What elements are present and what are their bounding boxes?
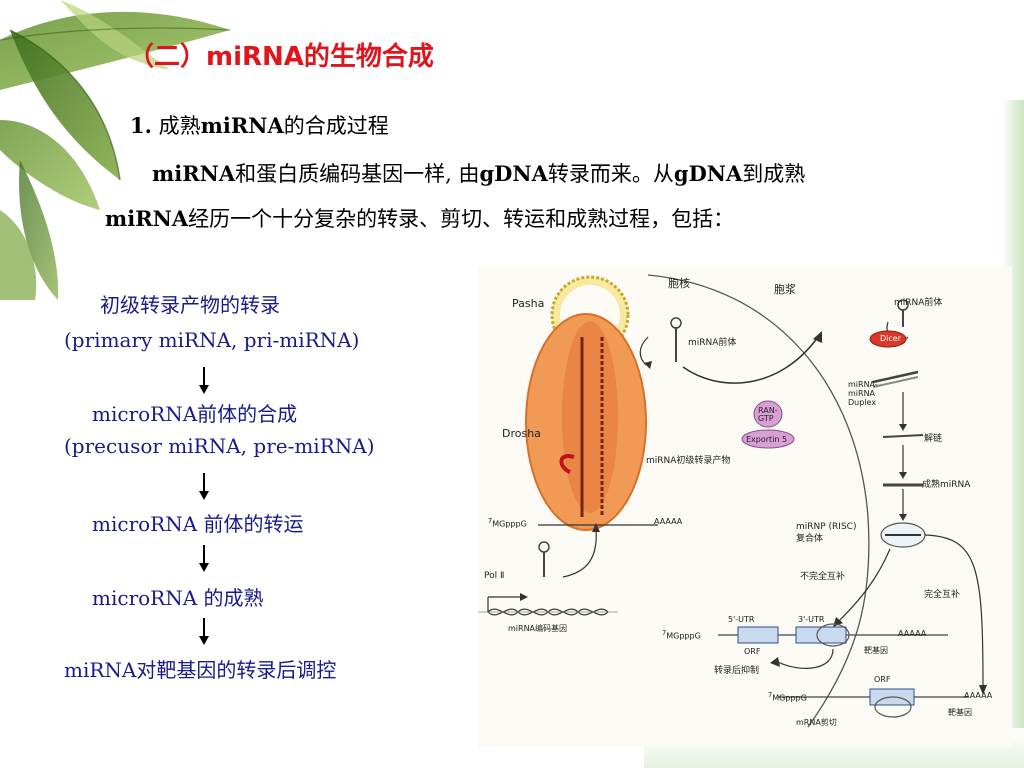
- drosha-label: Drosha: [502, 427, 541, 440]
- flow-step-5: miRNA对靶基因的转录后调控: [64, 658, 337, 682]
- cap-label-1: 7MGpppG: [488, 517, 527, 529]
- intro-seg: 转录而来。从: [547, 162, 674, 186]
- section-bold: miRNA: [200, 113, 284, 138]
- dicer-label: Dicer: [880, 334, 901, 343]
- leaf-decoration: [0, 0, 260, 300]
- orf-label-1: ORF: [744, 647, 761, 656]
- intro-seg: 经历一个十分复杂的转录、剪切、转运和成熟过程，包括：: [188, 207, 735, 231]
- target-label-1: 靶基因: [864, 646, 888, 655]
- utr3-label: 3'-UTR: [798, 615, 825, 624]
- unwind-label: 解链: [924, 434, 943, 444]
- flow-step-1-title: 初级转录产物的转录: [100, 293, 280, 317]
- utr5-label: 5'-UTR: [728, 615, 755, 624]
- intro-seg: miRNA: [105, 206, 189, 231]
- section-post: 的合成过程: [283, 114, 389, 138]
- slide-title: （二）miRNA的生物合成: [128, 42, 434, 72]
- intro-line-1: miRNA和蛋白质编码基因一样, 由gDNA转录而来。从gDNA到成熟: [152, 158, 805, 188]
- cap-sup: 7: [488, 517, 493, 525]
- ran-gtp-label: RAN- GTP: [758, 406, 778, 423]
- intro-seg: gDNA: [673, 161, 743, 186]
- cap-sup: 7: [768, 691, 773, 699]
- pasha-label: Pasha: [512, 297, 545, 310]
- cap-label-3: 7MGpppG: [768, 691, 807, 703]
- cap-sup: 7: [662, 629, 667, 637]
- mirna-biogenesis-diagram: 胞核 胞浆 Pasha Drosha miRNA前体 miRNA前体 Dicer…: [478, 267, 1012, 747]
- section-heading: 1. 成熟miRNA的合成过程: [130, 110, 389, 140]
- nucleus-label: 胞核: [668, 277, 690, 290]
- pre-mirna-nucleus-label: miRNA前体: [688, 338, 737, 348]
- intro-seg: 和蛋白质编码基因一样, 由: [235, 162, 480, 186]
- cap-text: MGpppG: [772, 693, 807, 703]
- cytoplasm-label: 胞浆: [774, 283, 796, 296]
- pol2-label: Pol Ⅱ: [484, 571, 505, 581]
- complete-label: 完全互补: [924, 590, 961, 600]
- section-pre: 成熟: [158, 114, 201, 138]
- diagram-graphics: [478, 274, 987, 728]
- arrow-down-icon: [199, 367, 209, 394]
- flow-step-2-title: microRNA前体的合成: [92, 402, 298, 426]
- mature-label: 成熟miRNA: [922, 480, 971, 490]
- target-label-2: 靶基因: [948, 708, 972, 717]
- flow-step-1-subtitle: (primary miRNA, pri-miRNA): [64, 328, 360, 352]
- orf-label-2: ORF: [874, 675, 891, 684]
- flow-step-4: microRNA 的成熟: [92, 586, 264, 610]
- repression-label: 转录后抑制: [714, 666, 760, 676]
- cap-text: MGpppG: [492, 519, 527, 529]
- pri-mirna-label: miRNA初级转录产物: [646, 456, 731, 466]
- intro-seg: miRNA: [152, 161, 236, 186]
- cap-label-2: 7MGpppG: [662, 629, 701, 641]
- arrow-down-icon: [199, 618, 209, 645]
- flow-step-3: microRNA 前体的转运: [92, 512, 304, 536]
- incomplete-label: 不完全互补: [800, 572, 846, 582]
- exportin-label: Exportin 5: [746, 435, 788, 444]
- polya-label-1: AAAAA: [654, 517, 683, 526]
- intro-line-2: miRNA经历一个十分复杂的转录、剪切、转运和成熟过程，包括：: [105, 203, 734, 233]
- risc-label: miRNP (RISC) 复合体: [796, 522, 857, 544]
- polya-label-3: AAAAA: [964, 691, 993, 700]
- section-number: 1.: [130, 113, 152, 138]
- cap-text: MGpppG: [666, 631, 701, 641]
- intro-seg: 到成熟: [742, 162, 806, 186]
- arrow-down-icon: [199, 473, 209, 500]
- arrow-down-icon: [199, 545, 209, 572]
- cleavage-label: mRNA剪切: [796, 718, 837, 727]
- duplex-label: miRNA- miRNA Duplex: [848, 380, 878, 407]
- polya-label-2: AAAAA: [898, 629, 927, 638]
- pre-mirna-cyto-label: miRNA前体: [894, 298, 943, 308]
- intro-seg: gDNA: [479, 161, 548, 186]
- gene-label: miRNA编码基因: [508, 624, 568, 633]
- flow-step-2-subtitle: (precusor miRNA, pre-miRNA): [64, 434, 375, 458]
